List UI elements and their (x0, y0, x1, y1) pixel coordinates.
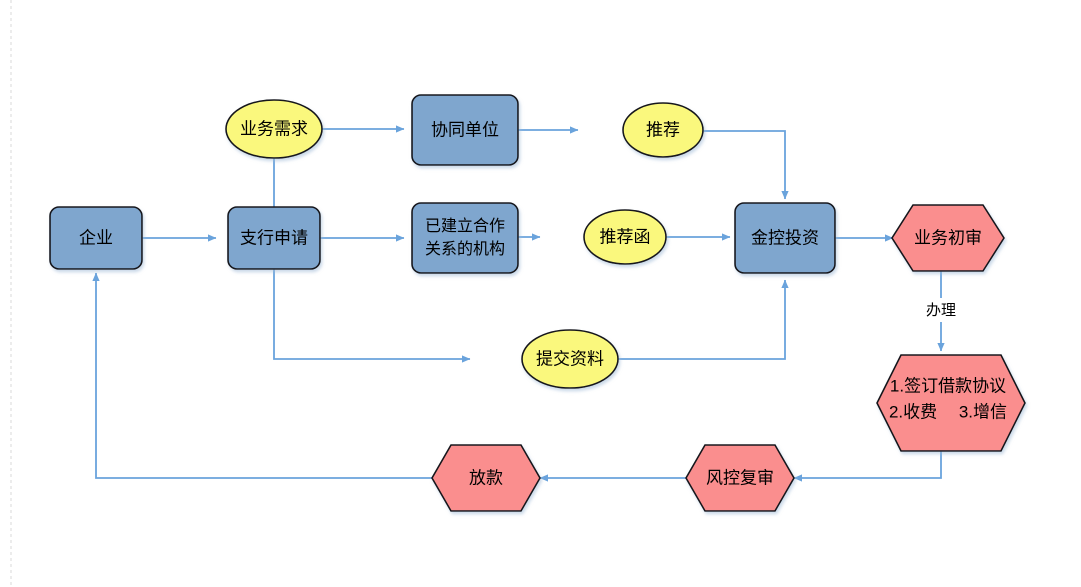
node-zhihang-shenqing[interactable] (227, 206, 321, 270)
edge-fangkuan-to-qiye (92, 272, 432, 479)
node-yewu-chushen-label: 业务初审 (914, 228, 982, 247)
node-tuijian[interactable] (622, 102, 704, 158)
node-qiye[interactable] (49, 206, 143, 270)
node-fangkuan-label: 放款 (469, 468, 503, 487)
node-qianding-xieyi-label-line2: 2.收费 3.增信 (889, 402, 1007, 421)
node-tijiao-ziliao-label: 提交资料 (536, 349, 604, 368)
edge-label-banli-backdrop (916, 298, 966, 322)
node-yewu-xuqiu-label: 业务需求 (240, 119, 308, 138)
node-jinkong-touzi-label: 金控投资 (751, 228, 819, 247)
node-yewu-xuqiu[interactable] (225, 99, 323, 159)
node-tijiao-ziliao[interactable] (521, 329, 619, 389)
node-tuijianhan-label: 推荐函 (600, 227, 651, 246)
edge-xieyi-to-fengkong (793, 451, 942, 482)
node-xietong-danwei[interactable] (411, 94, 519, 166)
node-tuijian-label: 推荐 (646, 120, 680, 139)
node-qianding-xieyi[interactable] (876, 354, 1026, 452)
node-qiye-label: 企业 (79, 228, 113, 247)
connector-group (92, 125, 945, 482)
node-tuijianhan[interactable] (583, 209, 667, 265)
edge-label-banli: 办理 (926, 302, 956, 319)
edge-tuijian-to-jinkong (703, 130, 789, 200)
edge-tijiao-to-jinkong (618, 279, 789, 360)
node-zhihang-shenqing-label: 支行申请 (240, 228, 308, 247)
node-fengkong-fushen-label: 风控复审 (706, 468, 774, 487)
node-hezuo-jigou-label-line2: 关系的机构 (425, 240, 505, 258)
node-qianding-xieyi-label-line1: 1.签订借款协议 (890, 376, 1006, 395)
node-jinkong-touzi[interactable] (734, 202, 836, 274)
node-hezuo-jigou-label-line1: 已建立合作 (425, 217, 505, 235)
node-xietong-danwei-label: 协同单位 (431, 120, 499, 139)
node-fengkong-fushen[interactable] (685, 444, 795, 512)
node-fangkuan[interactable] (431, 444, 541, 512)
node-hezuo-jigou[interactable] (411, 202, 519, 274)
node-yewu-chushen[interactable] (891, 204, 1005, 272)
edge-zhihang-to-tijiao (273, 269, 471, 363)
